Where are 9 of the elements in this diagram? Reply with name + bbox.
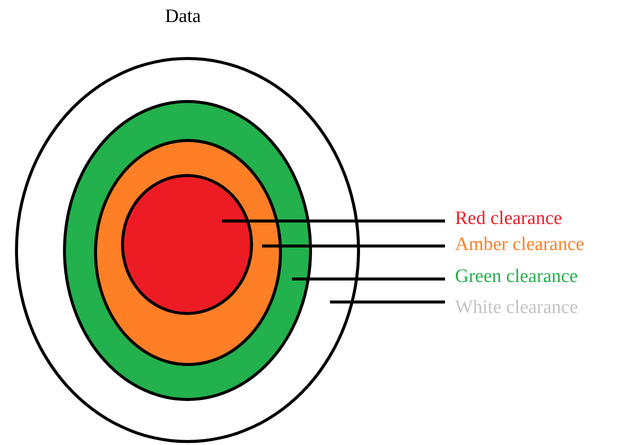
leader-line: [222, 220, 445, 222]
leader-line: [330, 300, 445, 304]
clearance-label: Green clearance: [455, 266, 578, 288]
leader-line: [292, 278, 445, 280]
clearance-label: White clearance: [455, 297, 578, 319]
leader-line: [262, 244, 445, 248]
clearance-label: Amber clearance: [455, 234, 584, 256]
diagram-title: Data: [165, 6, 201, 28]
clearance-label: Red clearance: [455, 208, 562, 230]
